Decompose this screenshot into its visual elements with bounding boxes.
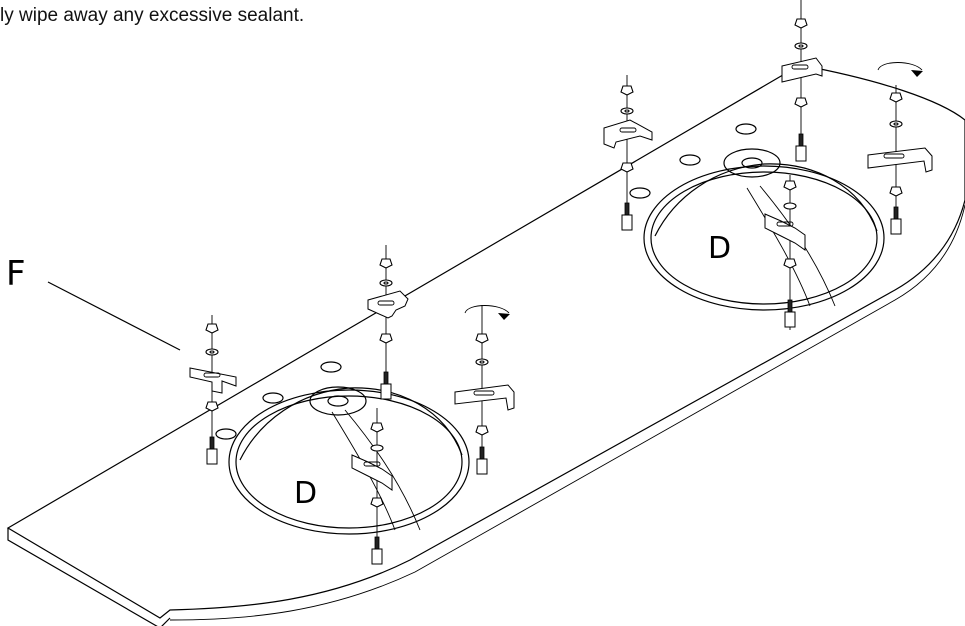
clip-stack-5 xyxy=(603,85,653,231)
clip-stack-6 xyxy=(781,18,823,162)
clip-stack-3 xyxy=(454,305,515,475)
clip-stack-1 xyxy=(189,323,237,465)
callout-d-left-label: D xyxy=(294,476,317,511)
sink-bowl-left xyxy=(228,386,470,535)
clip-stack-4 xyxy=(351,422,393,565)
clip-stack-8 xyxy=(764,180,806,328)
sink-bowl-right xyxy=(643,148,885,311)
callout-f-leader xyxy=(47,281,181,351)
instruction-text: ly wipe away any excessive sealant. xyxy=(0,5,305,26)
callout-f-label: F xyxy=(6,254,26,294)
countertop xyxy=(6,64,965,626)
callout-d-right-label: D xyxy=(708,231,731,266)
clip-stack-2 xyxy=(367,258,409,400)
clip-stack-7 xyxy=(867,62,933,235)
faucet-holes xyxy=(215,123,757,440)
